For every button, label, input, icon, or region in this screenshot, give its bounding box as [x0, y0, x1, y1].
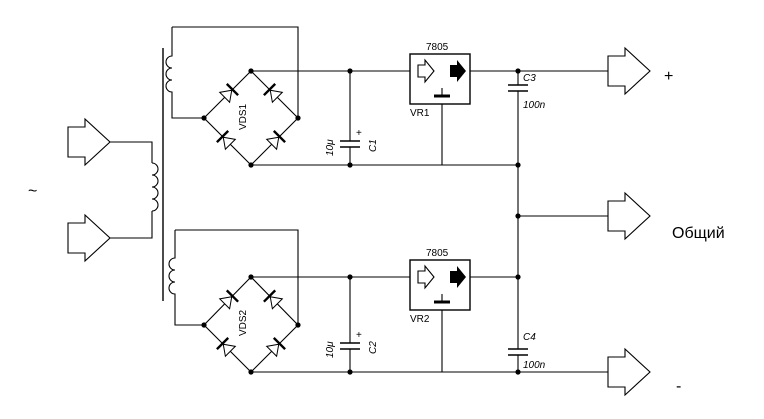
capacitor-c2	[340, 274, 360, 375]
output-common-label: Общий	[672, 225, 725, 242]
secondary-coil-bottom	[168, 230, 204, 326]
c2-ref: C2	[368, 341, 379, 354]
c4-value: 100n	[523, 360, 546, 371]
vr2-part: 7805	[426, 248, 449, 259]
output-connector-plus	[607, 46, 651, 96]
c3-ref: C3	[523, 73, 536, 84]
capacitor-c1	[340, 68, 360, 168]
c3-value: 100n	[523, 100, 546, 111]
output-plus-label: +	[664, 68, 673, 85]
bridge-bottom-ref: VDS2	[238, 309, 249, 336]
junction-common-top	[515, 162, 521, 168]
ac-symbol: ~	[28, 183, 37, 200]
secondary-coil-top	[165, 27, 204, 119]
c1-plus: +	[356, 128, 362, 139]
c1-value: 10μ	[325, 139, 336, 156]
c2-value: 10μ	[325, 341, 336, 358]
output-connector-common	[607, 191, 651, 241]
vr2-ref: VR2	[410, 314, 430, 325]
input-connector-1	[67, 117, 111, 167]
c2-plus: +	[356, 330, 362, 341]
regulator-vr2	[409, 259, 471, 311]
primary-wire-2	[110, 211, 153, 239]
input-connector-2	[67, 213, 111, 263]
vr1-part: 7805	[426, 42, 449, 53]
bridge-rectifier-bottom	[201, 274, 301, 375]
secondary-wire-top	[172, 26, 299, 118]
vr1-ref: VR1	[410, 108, 430, 119]
primary-coil	[151, 162, 159, 212]
junction-common	[515, 213, 521, 219]
output-minus-label: -	[676, 378, 681, 395]
capacitor-c3	[508, 68, 528, 165]
bridge-top-ref: VDS1	[238, 103, 249, 130]
secondary-wire-bottom	[175, 229, 299, 325]
primary-wire-1	[110, 141, 153, 163]
output-connector-minus	[607, 347, 651, 397]
capacitor-c4	[508, 277, 528, 375]
regulator-vr1	[409, 53, 471, 105]
bridge-rectifier-top	[201, 68, 301, 168]
c4-ref: C4	[523, 332, 536, 343]
c1-ref: C1	[368, 139, 379, 152]
